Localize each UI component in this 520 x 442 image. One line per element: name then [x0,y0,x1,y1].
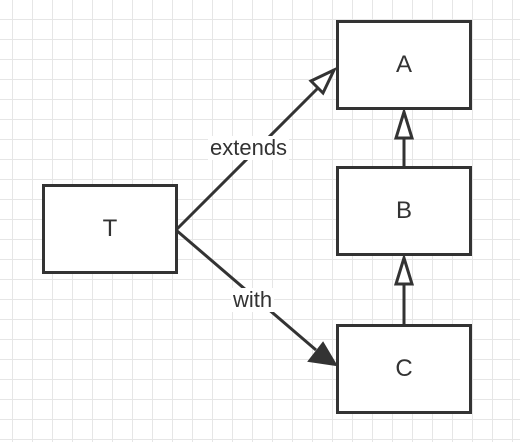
node-a-label: A [395,51,412,78]
node-b-label: B [395,197,412,224]
hollow-arrowhead-icon [308,66,338,96]
node-t[interactable]: T [42,184,178,274]
edge-label-with: with [231,287,275,312]
hollow-arrowhead-icon [393,252,415,286]
filled-arrowhead-icon [307,341,338,367]
node-b[interactable]: B [336,166,472,256]
node-a[interactable]: A [336,20,472,110]
node-c[interactable]: C [336,324,472,414]
hollow-arrowhead-icon [393,106,415,140]
node-t-label: T [102,215,118,242]
node-c-label: C [395,355,413,382]
edge-label-extends: extends [208,135,290,160]
